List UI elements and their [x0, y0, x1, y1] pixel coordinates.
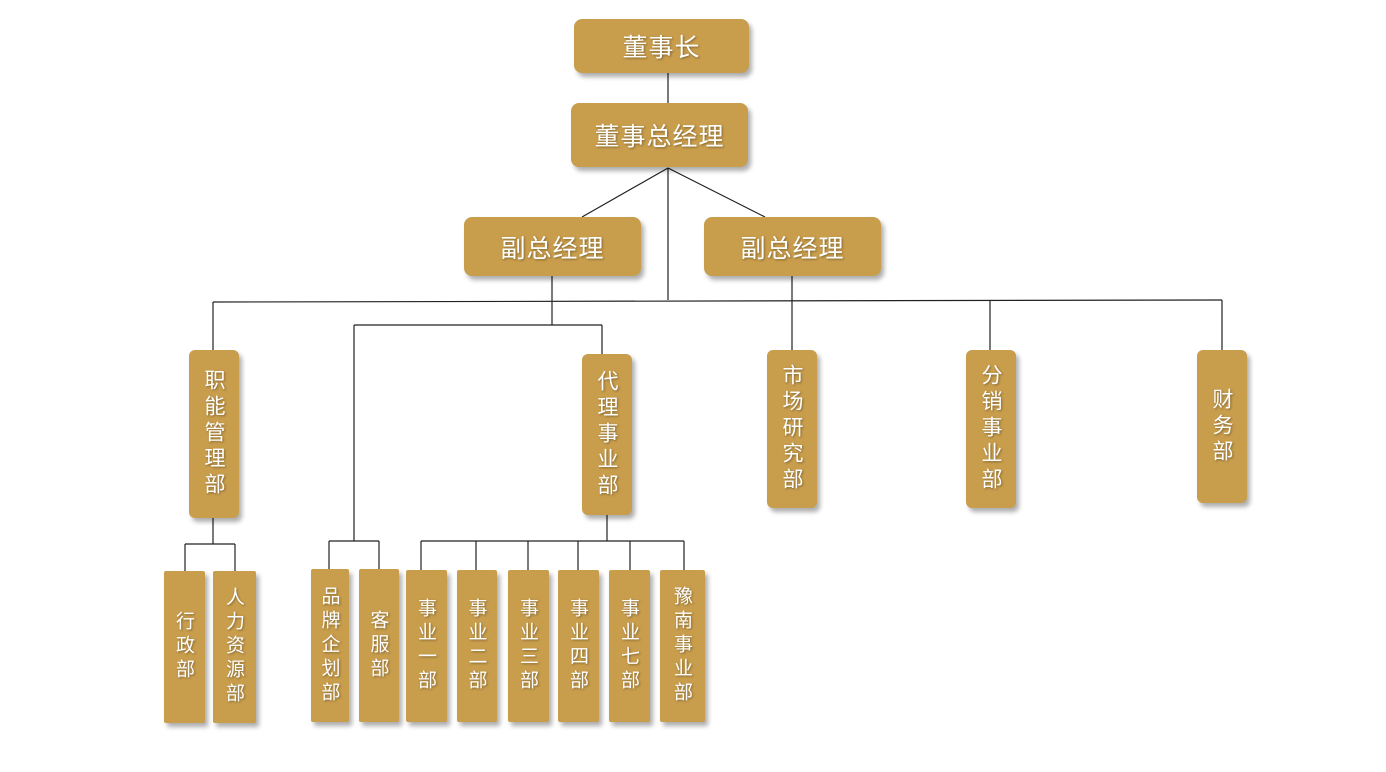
business-unit-2-node: 事业二部	[457, 570, 497, 722]
hr-dept-node: 人力资源部	[213, 571, 256, 723]
business-unit-3-node: 事业三部	[508, 570, 549, 722]
vice-general-manager-right-node: 副总经理	[704, 217, 881, 276]
brand-planning-dept-node: 品牌企划部	[311, 569, 349, 722]
functional-management-dept-node: 职能管理部	[189, 350, 239, 518]
business-unit-1-node: 事业一部	[406, 570, 447, 722]
distribution-business-dept-node: 分销事业部	[966, 350, 1016, 508]
finance-dept-node: 财务部	[1197, 350, 1247, 503]
business-unit-4-node: 事业四部	[558, 570, 599, 722]
customer-service-dept-node: 客服部	[359, 569, 399, 722]
vice-general-manager-left-node: 副总经理	[464, 217, 641, 276]
agency-business-dept-node: 代理事业部	[582, 354, 632, 515]
yunan-business-dept-node: 豫南事业部	[660, 570, 705, 722]
business-unit-7-node: 事业七部	[609, 570, 650, 722]
admin-dept-node: 行政部	[164, 571, 205, 723]
general-manager-node: 董事总经理	[571, 103, 748, 167]
chairman-node: 董事长	[574, 19, 749, 73]
market-research-dept-node: 市场研究部	[767, 350, 817, 508]
